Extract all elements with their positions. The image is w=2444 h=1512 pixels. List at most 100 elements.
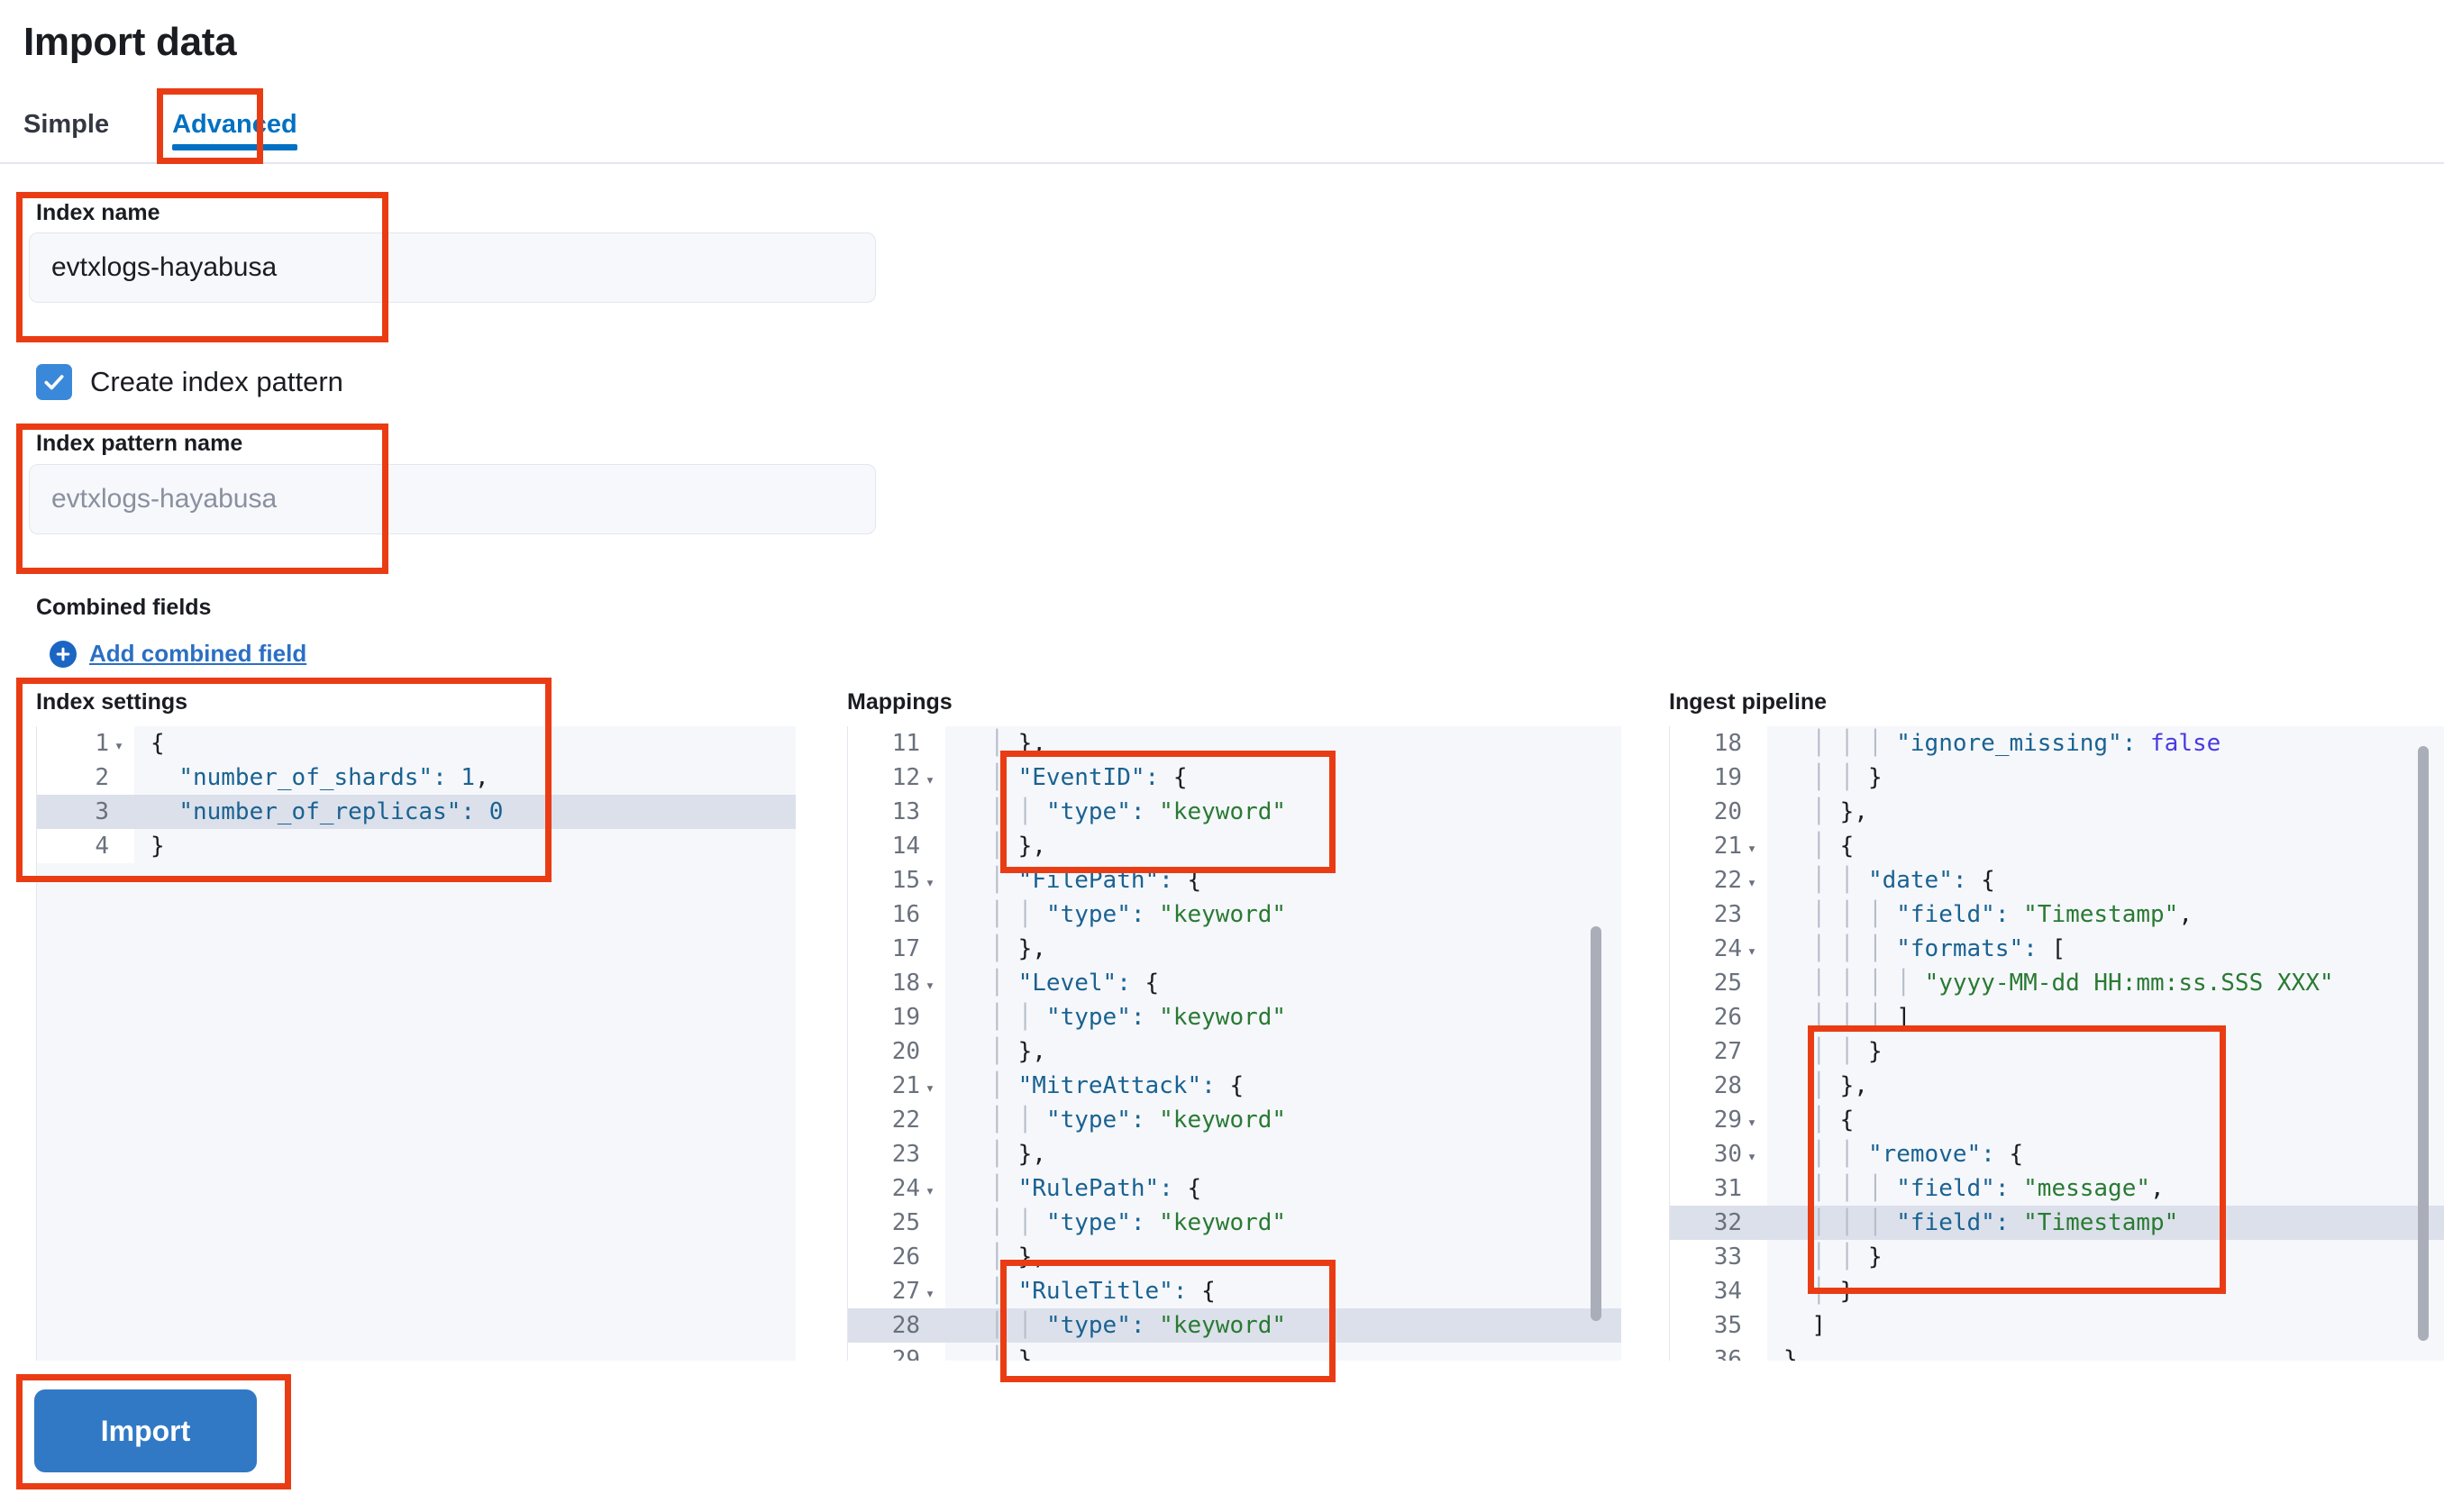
code-line[interactable]: 15▾ │ "FilePath": {: [848, 863, 1621, 897]
code-line[interactable]: 36}: [1670, 1343, 2444, 1361]
code-line[interactable]: 11 │ },: [848, 726, 1621, 761]
code-line[interactable]: 25 │ │ "type": "keyword": [848, 1206, 1621, 1240]
code-text: │ },: [989, 730, 1046, 757]
line-number: 15▾: [848, 863, 945, 897]
code-line[interactable]: 12▾ │ "EventID": {: [848, 761, 1621, 795]
code-text: │ │ "type": "keyword": [989, 1004, 1287, 1031]
line-number: 13: [848, 795, 945, 829]
code-text: │ │ │ "field": "message",: [1811, 1175, 2165, 1202]
code-line[interactable]: 20 │ },: [848, 1034, 1621, 1069]
code-line[interactable]: 27▾ │ "RuleTitle": {: [848, 1274, 1621, 1308]
line-number: 23: [848, 1137, 945, 1171]
code-line[interactable]: 3 "number_of_replicas": 0: [37, 795, 796, 829]
line-number: 28: [848, 1308, 945, 1343]
index-settings-editor[interactable]: 1▾ {2 "number_of_shards": 1,3 "number_of_…: [36, 726, 796, 1361]
code-line[interactable]: 26 │ │ │ ]: [1670, 1000, 2444, 1034]
code-line[interactable]: 19 │ │ "type": "keyword": [848, 1000, 1621, 1034]
tab-divider: [0, 162, 2444, 164]
line-number: 18: [1670, 726, 1767, 761]
import-button[interactable]: Import: [34, 1389, 257, 1472]
code-line[interactable]: 20 │ },: [1670, 795, 2444, 829]
create-index-pattern-checkbox[interactable]: Create index pattern: [36, 364, 343, 400]
line-number: 32: [1670, 1206, 1767, 1240]
line-number: 21▾: [1670, 829, 1767, 863]
code-line[interactable]: 18▾ │ "Level": {: [848, 966, 1621, 1000]
code-text: }: [150, 833, 165, 860]
line-number: 17: [848, 932, 945, 966]
code-line[interactable]: 35 ]: [1670, 1308, 2444, 1343]
code-line[interactable]: 24▾ │ "RulePath": {: [848, 1171, 1621, 1206]
line-number: 29: [848, 1343, 945, 1361]
line-number: 26: [848, 1240, 945, 1274]
mappings-editor[interactable]: 11 │ },12▾ │ "EventID": {13 │ │ "type": …: [847, 726, 1621, 1361]
code-line[interactable]: 29 │ },: [848, 1343, 1621, 1361]
tab-simple[interactable]: Simple: [23, 112, 145, 158]
line-number: 4: [37, 829, 134, 863]
code-text: │ │ │ ]: [1811, 1004, 1911, 1031]
code-text: │ },: [989, 833, 1046, 860]
line-number: 21▾: [848, 1069, 945, 1103]
fold-toggle-icon: ▾: [1746, 943, 1757, 961]
code-text: │ │ }: [1811, 764, 1883, 791]
code-line[interactable]: 32 │ │ │ "field": "Timestamp": [1670, 1206, 2444, 1240]
index-name-input[interactable]: [29, 232, 876, 303]
code-line[interactable]: 21▾ │ {: [1670, 829, 2444, 863]
code-line[interactable]: 29▾ │ {: [1670, 1103, 2444, 1137]
code-text: │ },: [1811, 798, 1868, 825]
code-line[interactable]: 31 │ │ │ "field": "message",: [1670, 1171, 2444, 1206]
tab-simple-label: Simple: [23, 110, 110, 139]
code-line[interactable]: 23 │ },: [848, 1137, 1621, 1171]
code-line[interactable]: 1▾ {: [37, 726, 796, 761]
ingest-pipeline-scrollbar[interactable]: [2418, 746, 2429, 1341]
index-pattern-name-input[interactable]: [29, 464, 876, 534]
ingest-pipeline-title-wrap: Ingest pipeline: [1669, 689, 1827, 724]
line-number: 26: [1670, 1000, 1767, 1034]
fold-toggle-icon: ▾: [925, 1079, 935, 1098]
tab-advanced[interactable]: Advanced: [145, 112, 324, 158]
code-text: │ }: [1811, 1278, 1855, 1305]
code-line[interactable]: 17 │ },: [848, 932, 1621, 966]
create-index-pattern-label: Create index pattern: [90, 366, 343, 397]
code-line[interactable]: 34 │ }: [1670, 1274, 2444, 1308]
fold-toggle-icon: ▾: [1746, 840, 1757, 858]
index-settings-title: Index settings: [36, 689, 188, 715]
code-line[interactable]: 26 │ },: [848, 1240, 1621, 1274]
code-line[interactable]: 21▾ │ "MitreAttack": {: [848, 1069, 1621, 1103]
page-title: Import data: [23, 20, 237, 64]
code-line[interactable]: 30▾ │ │ "remove": {: [1670, 1137, 2444, 1171]
line-number: 18▾: [848, 966, 945, 1000]
code-line[interactable]: 13 │ │ "type": "keyword": [848, 795, 1621, 829]
code-text: │ "EventID": {: [989, 764, 1188, 791]
code-text: │ {: [1811, 833, 1855, 860]
code-line[interactable]: 18 │ │ │ "ignore_missing": false: [1670, 726, 2444, 761]
code-line[interactable]: 33 │ │ }: [1670, 1240, 2444, 1274]
code-line[interactable]: 24▾ │ │ │ "formats": [: [1670, 932, 2444, 966]
mappings-scrollbar[interactable]: [1591, 926, 1601, 1321]
code-line[interactable]: 25 │ │ │ │ "yyyy-MM-dd HH:mm:ss.SSS XXX": [1670, 966, 2444, 1000]
line-number: 24▾: [1670, 932, 1767, 966]
code-line[interactable]: 16 │ │ "type": "keyword": [848, 897, 1621, 932]
fold-toggle-icon: ▾: [925, 1182, 935, 1200]
code-line[interactable]: 22▾ │ │ "date": {: [1670, 863, 2444, 897]
code-line[interactable]: 28 │ },: [1670, 1069, 2444, 1103]
code-line[interactable]: 2 "number_of_shards": 1,: [37, 761, 796, 795]
fold-toggle-icon: ▾: [1746, 1114, 1757, 1132]
code-line[interactable]: 27 │ │ }: [1670, 1034, 2444, 1069]
code-text: │ │ "type": "keyword": [989, 1209, 1287, 1236]
code-text: │ "RuleTitle": {: [989, 1278, 1216, 1305]
code-line[interactable]: 22 │ │ "type": "keyword": [848, 1103, 1621, 1137]
code-line[interactable]: 4}: [37, 829, 796, 863]
line-number: 20: [1670, 795, 1767, 829]
code-line[interactable]: 19 │ │ }: [1670, 761, 2444, 795]
code-line[interactable]: 23 │ │ │ "field": "Timestamp",: [1670, 897, 2444, 932]
code-text: │ },: [989, 1346, 1046, 1361]
code-text: {: [150, 730, 165, 757]
code-line[interactable]: 14 │ },: [848, 829, 1621, 863]
code-line[interactable]: 28 │ │ "type": "keyword": [848, 1308, 1621, 1343]
code-text: │ │ "type": "keyword": [989, 1312, 1287, 1339]
code-text: │ "FilePath": {: [989, 867, 1202, 894]
line-number: 3: [37, 795, 134, 829]
line-number: 1▾: [37, 726, 134, 761]
add-combined-field-button[interactable]: Add combined field: [50, 640, 306, 668]
